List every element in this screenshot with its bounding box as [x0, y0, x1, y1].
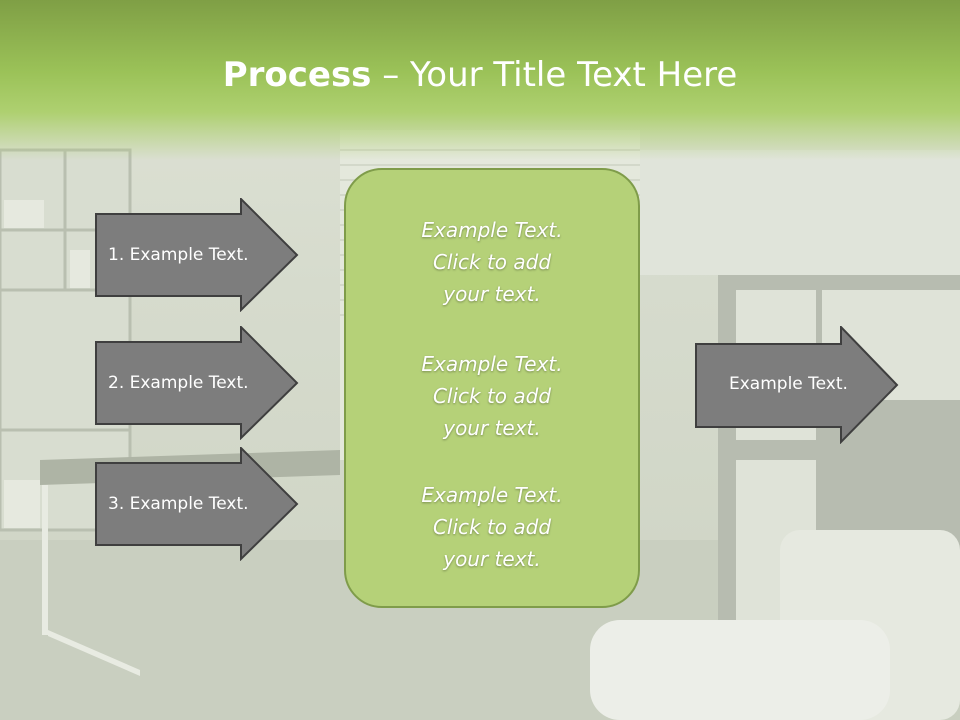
center-text-line: your text. — [443, 416, 541, 440]
result-arrow[interactable]: Example Text. — [695, 326, 900, 444]
step-arrow-2[interactable]: 2. Example Text. — [95, 326, 300, 440]
center-text-block-2: Example Text. Click to add your text. — [346, 348, 638, 444]
title-rest: – Your Title Text Here — [371, 55, 738, 95]
center-text-line: Example Text. — [421, 218, 563, 242]
right-arrow-icon — [95, 447, 299, 561]
center-text-line: your text. — [443, 282, 541, 306]
center-content-box[interactable]: Example Text. Click to add your text. Ex… — [344, 168, 640, 608]
title-bold: Process — [222, 55, 372, 95]
center-text-line: Click to add — [432, 250, 552, 274]
right-arrow-icon — [695, 326, 899, 444]
step-label-2: 2. Example Text. — [108, 373, 249, 393]
step-label-1: 1. Example Text. — [108, 245, 249, 265]
step-arrow-3[interactable]: 3. Example Text. — [95, 447, 300, 561]
right-arrow-icon — [95, 198, 299, 312]
slide-title[interactable]: Process – Your Title Text Here — [0, 52, 960, 98]
center-text-line: Example Text. — [421, 352, 563, 376]
result-label: Example Text. — [729, 374, 848, 394]
center-text-block-3: Example Text. Click to add your text. — [346, 479, 638, 575]
center-text-line: your text. — [443, 547, 541, 571]
step-arrow-1[interactable]: 1. Example Text. — [95, 198, 300, 312]
right-arrow-icon — [95, 326, 299, 440]
center-text-line: Click to add — [432, 515, 552, 539]
center-text-block-1: Example Text. Click to add your text. — [346, 214, 638, 310]
step-label-3: 3. Example Text. — [108, 494, 249, 514]
center-text-line: Example Text. — [421, 483, 563, 507]
center-text-line: Click to add — [432, 384, 552, 408]
title-band — [0, 0, 960, 160]
